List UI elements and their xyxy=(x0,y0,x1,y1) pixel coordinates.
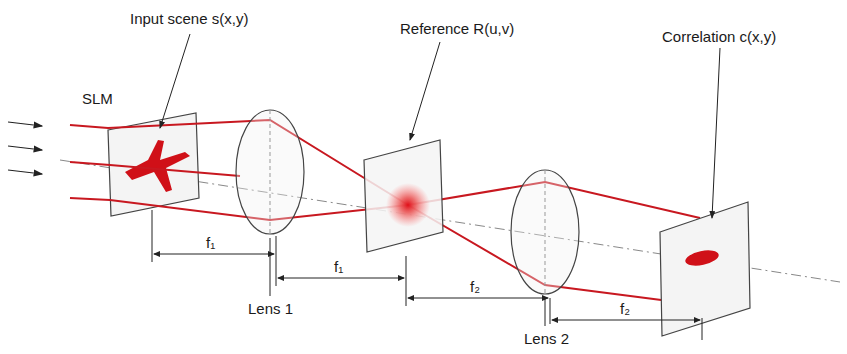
lens-axis xyxy=(545,170,546,294)
light-beams xyxy=(70,120,700,305)
part-name: SLM xyxy=(82,90,113,107)
focal-length: f₁ xyxy=(334,258,343,275)
lens-one xyxy=(236,110,304,234)
reference-label: Reference R(u,v) xyxy=(400,20,514,37)
reference-plate xyxy=(364,140,443,252)
input-light xyxy=(8,122,42,174)
focal-spot xyxy=(386,183,430,227)
lens-name: Lens 1 xyxy=(248,300,293,317)
correlation-label: Correlation c(x,y) xyxy=(662,28,776,45)
correlation-plate xyxy=(660,202,750,336)
lens-two xyxy=(511,170,579,294)
lens-axis xyxy=(270,110,271,234)
lens-name: Lens 2 xyxy=(524,330,569,347)
focal-length: f₁ xyxy=(206,234,215,251)
airplane-scene xyxy=(125,140,190,192)
scene-label: Input scene s(x,y) xyxy=(130,10,248,27)
focal-length: f₂ xyxy=(620,300,630,317)
correlation-peak xyxy=(684,248,720,269)
dimension-lines xyxy=(152,210,702,340)
focal-length: f₂ xyxy=(470,278,480,295)
leader-lines xyxy=(160,34,720,326)
